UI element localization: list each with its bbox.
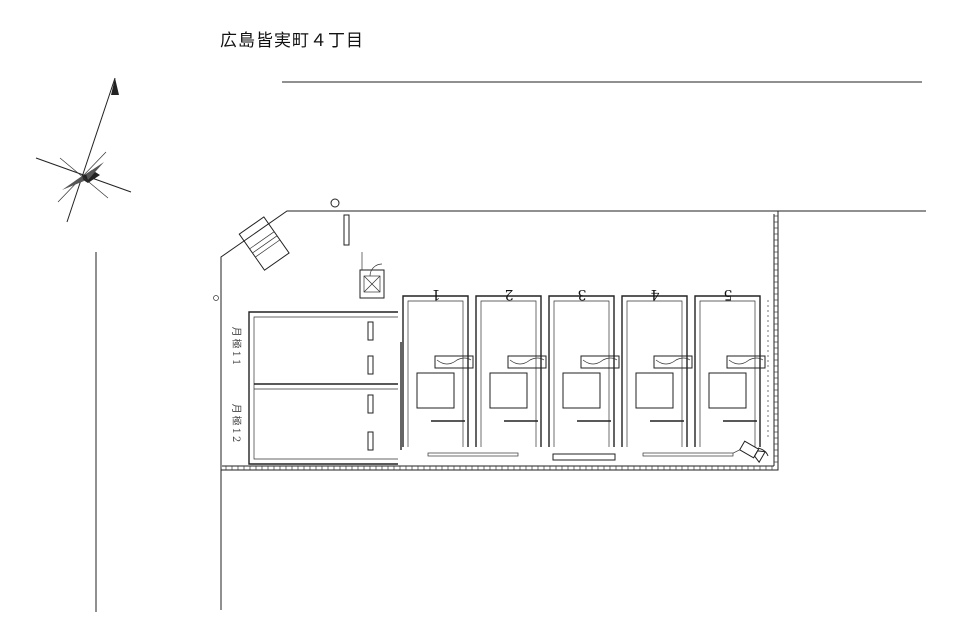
parking-space-2 xyxy=(475,295,547,447)
monthly-space-label-12: 月極12 xyxy=(230,404,243,445)
camera-mount xyxy=(757,447,769,457)
camera-icon xyxy=(733,440,766,464)
parking-space-4 xyxy=(621,295,693,447)
marker-dot xyxy=(213,295,219,301)
site-title: 広島皆実町４丁目 xyxy=(220,31,364,51)
fence-hatching xyxy=(225,215,778,470)
parking-space-number: 1 xyxy=(432,286,441,302)
parking-space-number: 4 xyxy=(650,286,659,302)
curb-stops xyxy=(427,452,734,461)
parking-space-number: 2 xyxy=(505,286,514,302)
corner-signboard xyxy=(238,216,290,271)
monthly-space-label-11: 月極11 xyxy=(230,327,243,368)
monthly-parking xyxy=(248,311,402,465)
payment-machine-icon xyxy=(359,252,385,299)
streetlight-icon xyxy=(330,198,340,208)
parking-space-number: 3 xyxy=(578,286,587,302)
parking-space-3 xyxy=(548,295,620,447)
signboard-icon xyxy=(343,214,350,246)
parking-spaces: 1 2 3 4 5 xyxy=(402,286,769,447)
parking-space-number: 5 xyxy=(724,286,733,302)
compass-icon xyxy=(35,77,132,223)
site-boundary xyxy=(220,210,926,471)
parking-space-5 xyxy=(694,295,766,447)
parking-space-1 xyxy=(402,295,474,447)
